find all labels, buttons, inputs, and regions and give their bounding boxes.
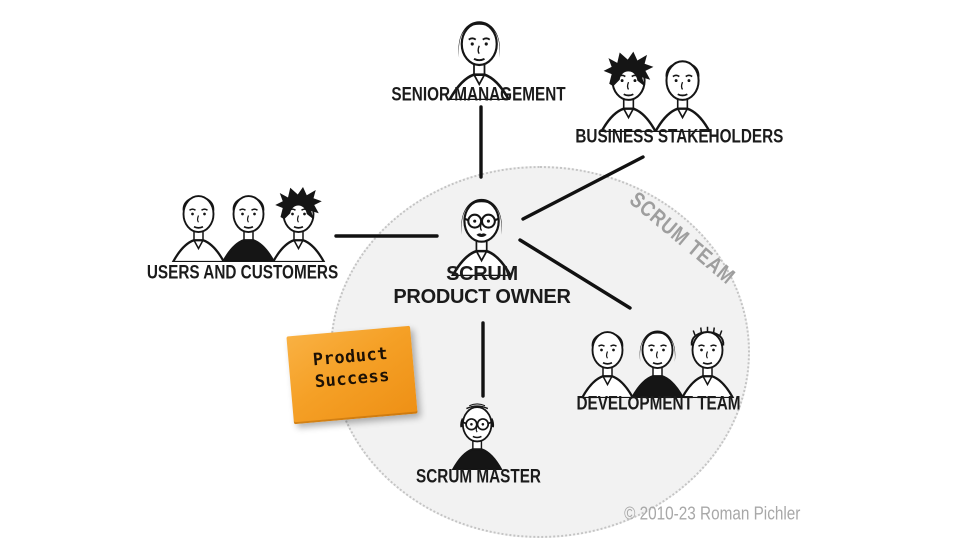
person-icon-stakeholder-man: [652, 42, 713, 132]
development-team-figures: [579, 314, 736, 398]
users-customers-figures: [170, 178, 327, 262]
person-icon-developer-1: [579, 314, 636, 398]
person-icon-user-2: [220, 178, 277, 262]
person-icon-developer-2: [629, 314, 686, 398]
person-icon-product-owner: [449, 180, 514, 276]
product-owner-label: SCRUM PRODUCT OWNER: [332, 263, 632, 309]
senior-management-label: SENIOR MANAGEMENT: [391, 83, 567, 105]
product-success-sticky-note: Product Success: [286, 325, 418, 425]
person-icon-developer-3: [679, 314, 736, 398]
business-stakeholders-figures: [598, 42, 713, 132]
product-owner-figure: [449, 180, 514, 276]
copyright-notice: © 2010-23 Roman Pichler: [623, 502, 800, 524]
person-icon-scrum-master: [450, 390, 504, 470]
product-owner-label-line2: PRODUCT OWNER: [393, 286, 571, 308]
development-team-label: DEVELOPMENT TEAM: [576, 392, 742, 414]
users-customers-label: USERS AND CUSTOMERS: [147, 261, 339, 283]
person-icon-senior-manager: [446, 2, 513, 100]
person-icon-user-3: [270, 178, 327, 262]
person-icon-user-1: [170, 178, 227, 262]
person-icon-stakeholder-woman: [598, 42, 659, 132]
business-stakeholders-label: BUSINESS STAKEHOLDERS: [574, 125, 783, 147]
scrum-master-figure: [450, 390, 504, 470]
product-owner-label-line1: SCRUM: [446, 263, 518, 285]
senior-management-figure: [446, 2, 513, 100]
scrum-master-label: SCRUM MASTER: [415, 465, 541, 487]
